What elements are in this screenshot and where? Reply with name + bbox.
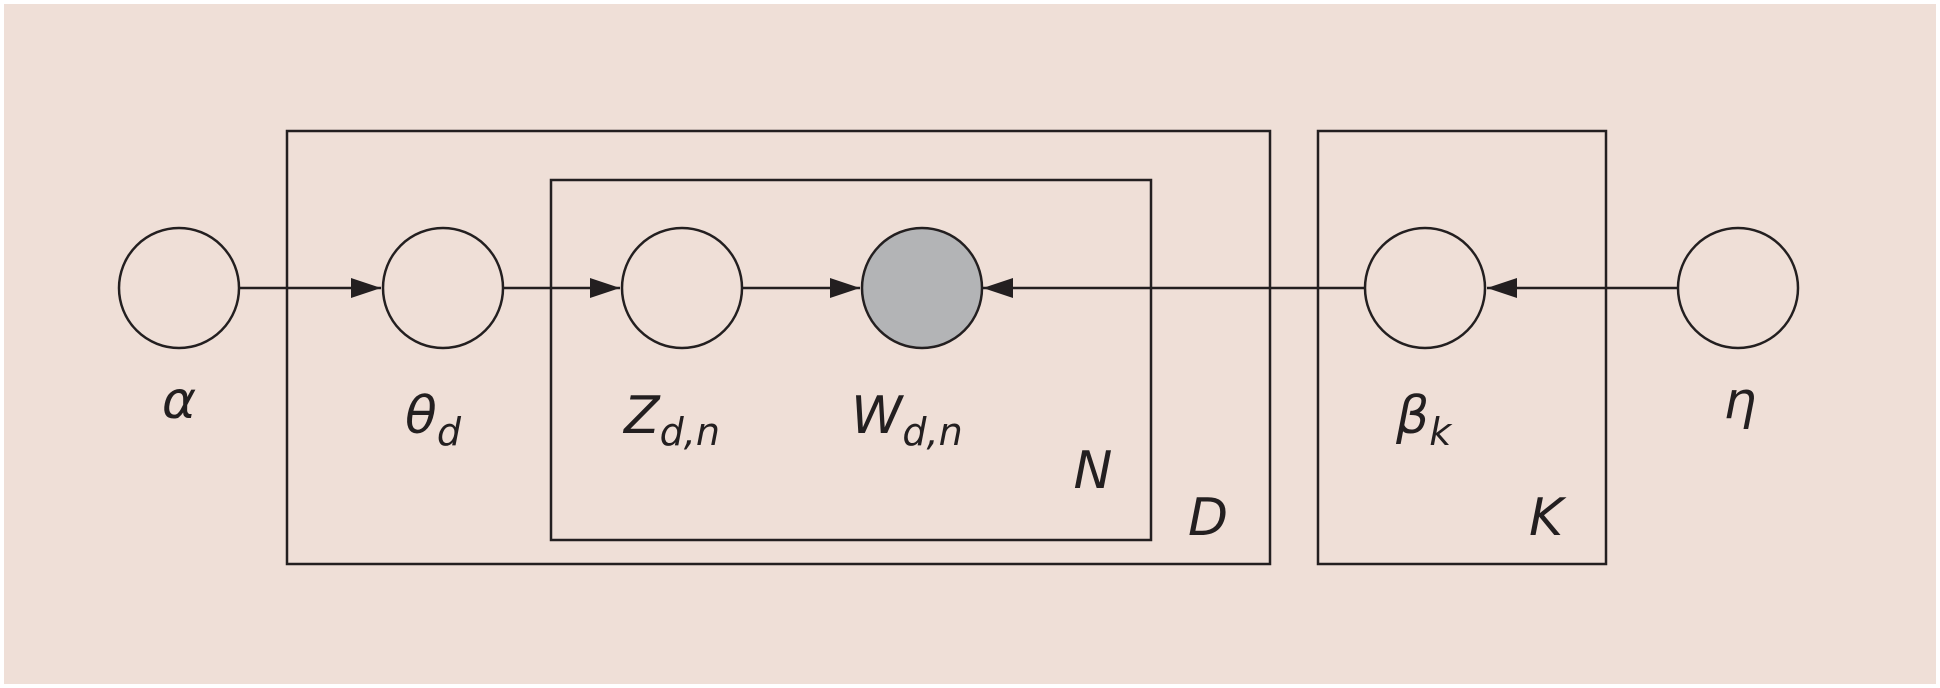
node-label-w: Wd,n [851,386,963,454]
node-eta [1676,226,1800,350]
node-label-eta: η [1724,371,1757,431]
plate-N [549,178,1153,542]
node-theta [381,226,505,350]
plate-label-N: N [1074,441,1113,501]
node-alpha [117,226,241,350]
node-label-alpha: α [162,371,196,431]
node-beta [1363,226,1487,350]
plate-label-K: K [1529,488,1567,548]
node-z [620,226,744,350]
background-panel [4,4,1936,684]
plate-K [1316,129,1608,566]
plate-D [285,129,1272,566]
node-w [860,226,984,350]
node-label-beta: βk [1395,386,1453,454]
plate-label-D: D [1188,488,1228,548]
node-label-z: Zd,n [622,386,720,454]
node-label-theta: θd [405,386,462,454]
